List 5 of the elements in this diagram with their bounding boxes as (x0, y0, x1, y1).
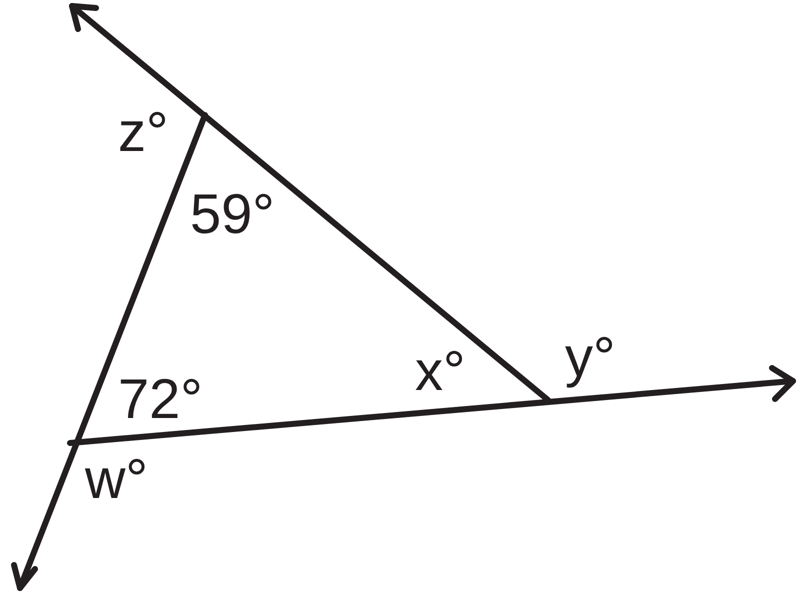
angle-label: w° (85, 451, 148, 507)
angle-label: z° (118, 104, 168, 160)
angle-label: 59° (190, 186, 275, 242)
angle-label: x° (415, 343, 466, 399)
angle-label: 72° (118, 371, 203, 427)
